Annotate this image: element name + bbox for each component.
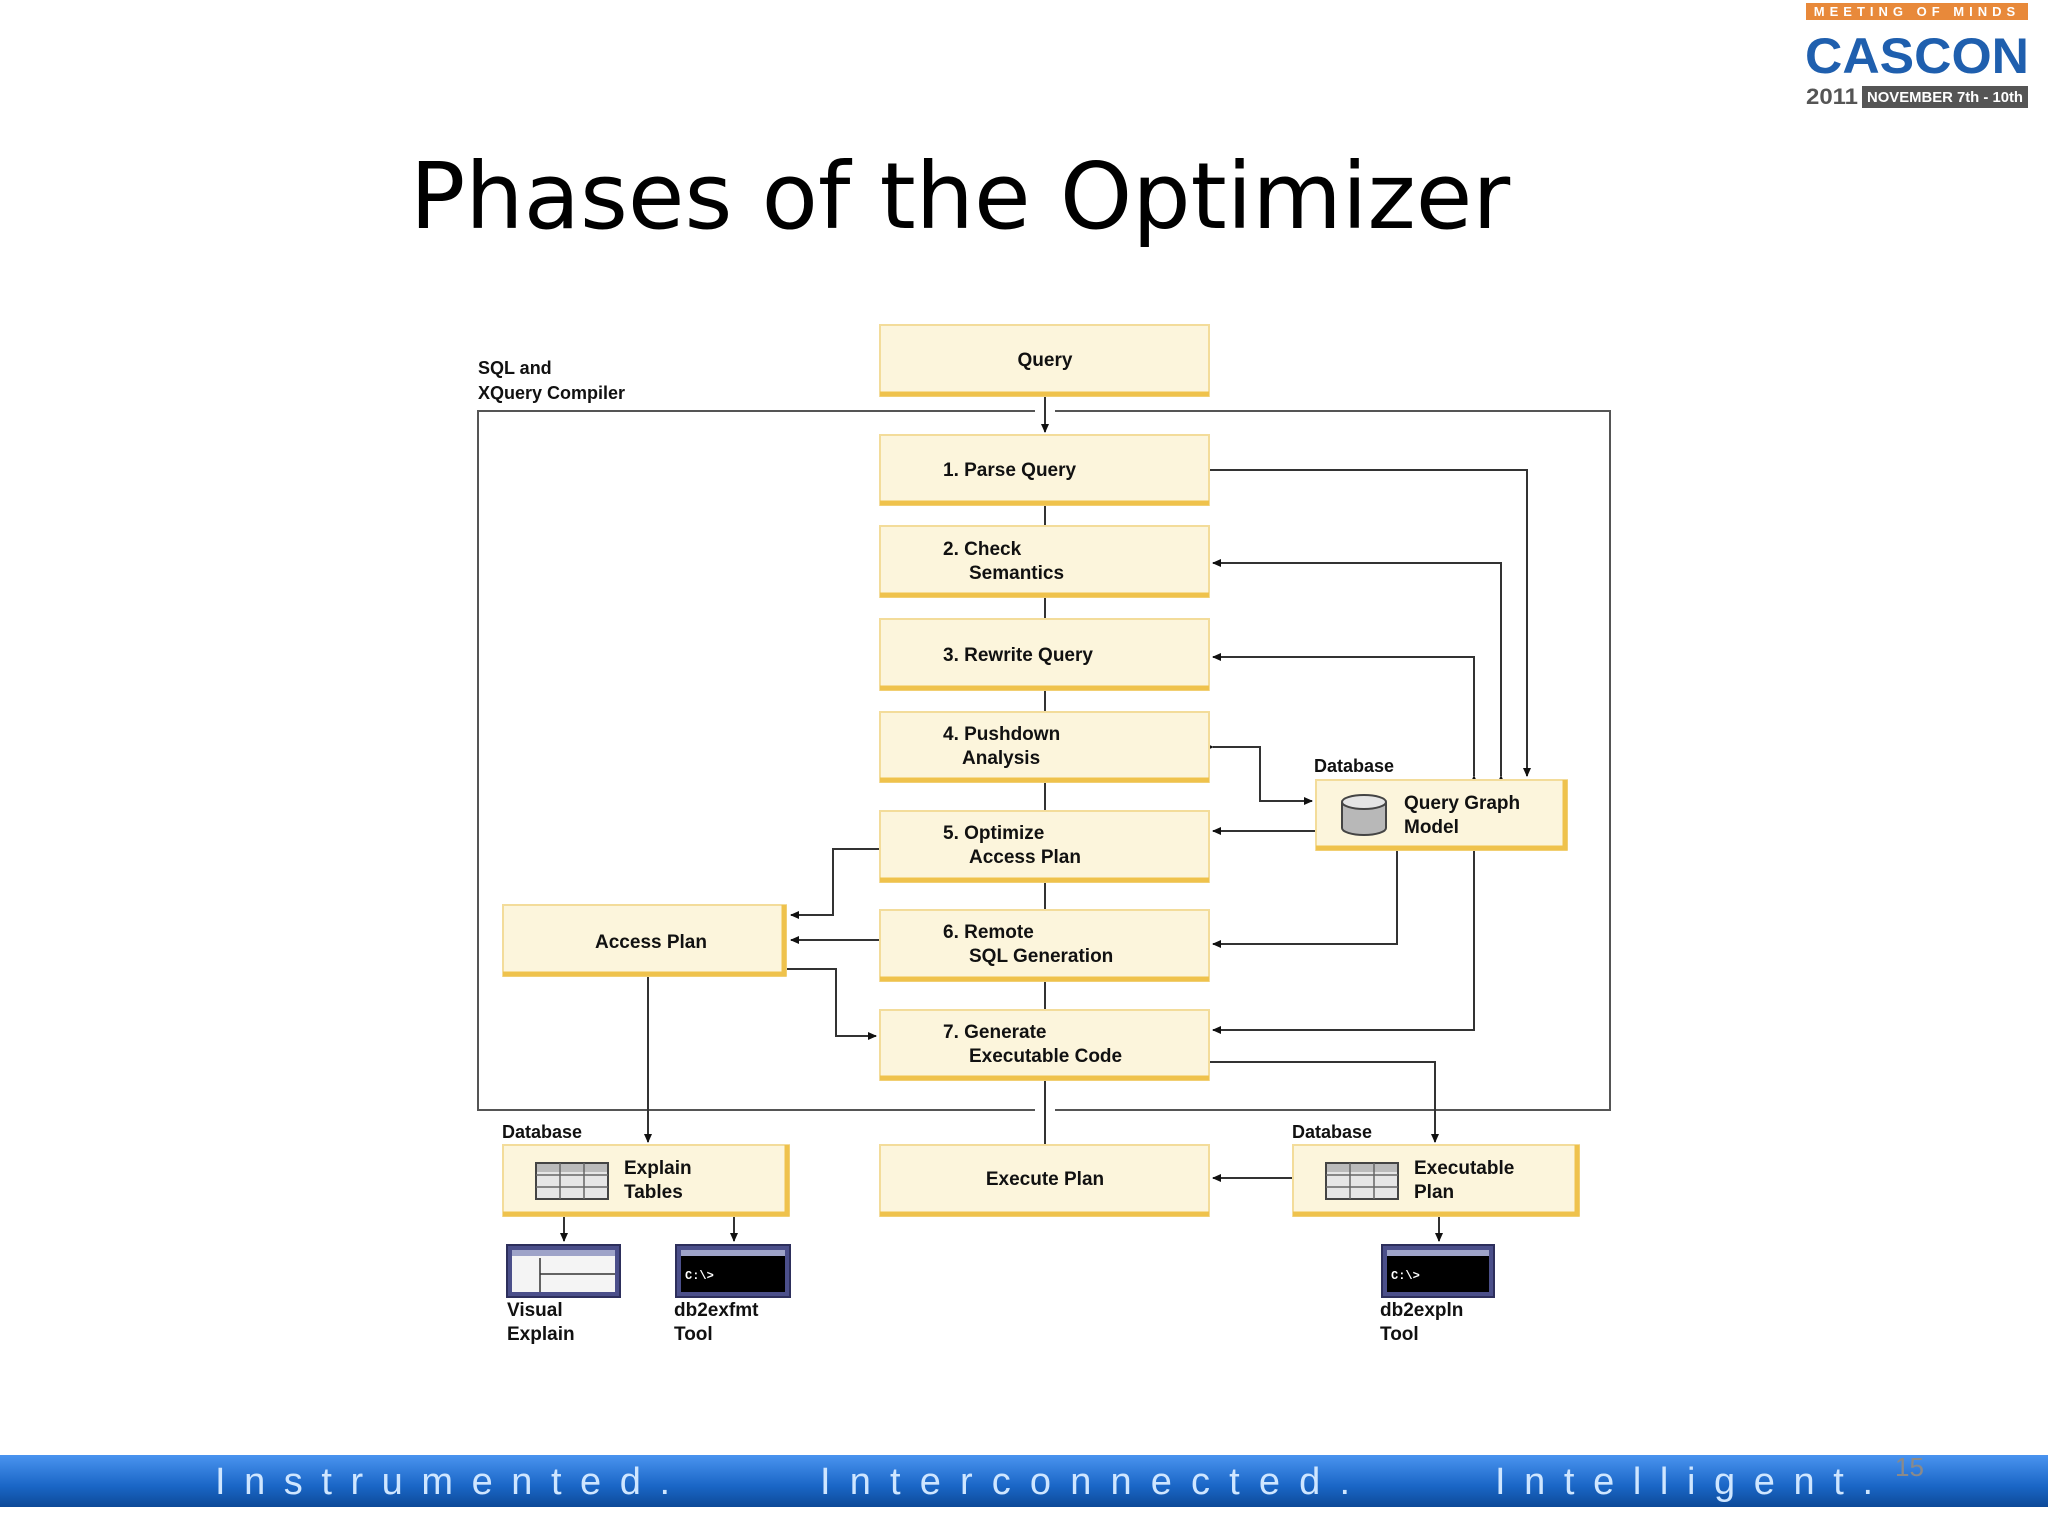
query-graph-model-box: Database Query Graph Model: [1314, 756, 1568, 851]
logo-name: CASCON: [1805, 28, 2029, 84]
page-number: 15: [1895, 1452, 1924, 1482]
table-icon: [535, 1162, 609, 1200]
phase-label-line2: Executable Code: [969, 1046, 1122, 1067]
executable-plan-label: Executable: [1414, 1158, 1514, 1179]
phase-label: 4. Pushdown: [943, 724, 1060, 745]
logo-year: 2011: [1806, 84, 1858, 109]
phase-1-box: 1. Parse Query: [879, 434, 1210, 506]
phase-3-box: 3. Rewrite Query: [879, 618, 1210, 691]
logo-tagline: MEETING OF MINDS: [1814, 4, 2020, 19]
logo-dates: NOVEMBER 7th - 10th: [1867, 89, 2023, 106]
slide-title: Phases of the Optimizer: [410, 143, 1511, 250]
phase-label: 5. Optimize: [943, 823, 1044, 844]
terminal-icon: C:\>: [1381, 1244, 1495, 1298]
cascon-logo: MEETING OF MINDS CASCON 2011 NOVEMBER 7t…: [1805, 3, 2029, 109]
gui-window-icon: [506, 1244, 621, 1298]
tool-label-line2: Explain: [507, 1324, 575, 1345]
tool-label-line2: Tool: [1380, 1324, 1419, 1345]
database-label: Database: [1314, 756, 1394, 776]
execute-plan-box: Execute Plan: [879, 1144, 1210, 1217]
terminal-prompt: C:\>: [685, 1269, 714, 1283]
qgm-label: Query Graph: [1404, 793, 1520, 814]
compiler-frame: SQL and XQuery Compiler: [477, 358, 1611, 1111]
connectors: [560, 396, 1531, 1242]
table-icon: [1325, 1162, 1399, 1200]
phase-label-line2: SQL Generation: [969, 946, 1113, 967]
phase-label-line2: Access Plan: [969, 847, 1081, 868]
query-label: Query: [1018, 350, 1073, 371]
tool-label-line2: Tool: [674, 1324, 713, 1345]
db2expln-tool: C:\> db2expln Tool: [1380, 1244, 1495, 1345]
footer-bar: Instrumented. Interconnected. Intelligen…: [0, 1452, 2048, 1507]
executable-plan-label-line2: Plan: [1414, 1182, 1454, 1203]
terminal-prompt: C:\>: [1391, 1269, 1420, 1283]
execute-plan-label: Execute Plan: [986, 1169, 1104, 1190]
query-box: Query: [879, 324, 1210, 397]
executable-plan-box: Database Executable Plan: [1292, 1122, 1580, 1217]
phase-label: 1. Parse Query: [943, 460, 1077, 481]
phase-label-line2: Semantics: [969, 563, 1064, 584]
compiler-label: SQL and: [478, 358, 552, 378]
phase-label: 2. Check: [943, 539, 1022, 560]
terminal-icon: C:\>: [675, 1244, 791, 1298]
phase-label: 3. Rewrite Query: [943, 645, 1093, 666]
phase-label-line2: Analysis: [962, 748, 1040, 769]
phase-6-box: 6. Remote SQL Generation: [879, 909, 1210, 982]
tool-label: db2expln: [1380, 1300, 1463, 1321]
phase-5-box: 5. Optimize Access Plan: [879, 810, 1210, 883]
explain-tables-label-line2: Tables: [624, 1182, 683, 1203]
phase-2-box: 2. Check Semantics: [879, 525, 1210, 598]
tool-label: Visual: [507, 1300, 563, 1321]
cylinder-icon: [1341, 794, 1387, 836]
database-label: Database: [1292, 1122, 1372, 1142]
explain-tables-box: Database Explain Tables: [502, 1122, 790, 1217]
phase-label: 7. Generate: [943, 1022, 1047, 1043]
footer-word-instrumented: Instrumented.: [215, 1461, 670, 1503]
compiler-label-line2: XQuery Compiler: [478, 383, 625, 403]
access-plan-box: Access Plan: [502, 904, 787, 977]
access-plan-label: Access Plan: [595, 932, 707, 953]
db2exfmt-tool: C:\> db2exfmt Tool: [674, 1244, 791, 1345]
phase-4-box: 4. Pushdown Analysis: [879, 711, 1210, 783]
footer-word-interconnected: Interconnected.: [820, 1461, 1350, 1503]
visual-explain-tool: Visual Explain: [506, 1244, 621, 1345]
qgm-label-line2: Model: [1404, 817, 1459, 838]
phase-7-box: 7. Generate Executable Code: [879, 1009, 1210, 1081]
database-label: Database: [502, 1122, 582, 1142]
phase-label: 6. Remote: [943, 922, 1034, 943]
tool-label: db2exfmt: [674, 1300, 759, 1321]
explain-tables-label: Explain: [624, 1158, 692, 1179]
